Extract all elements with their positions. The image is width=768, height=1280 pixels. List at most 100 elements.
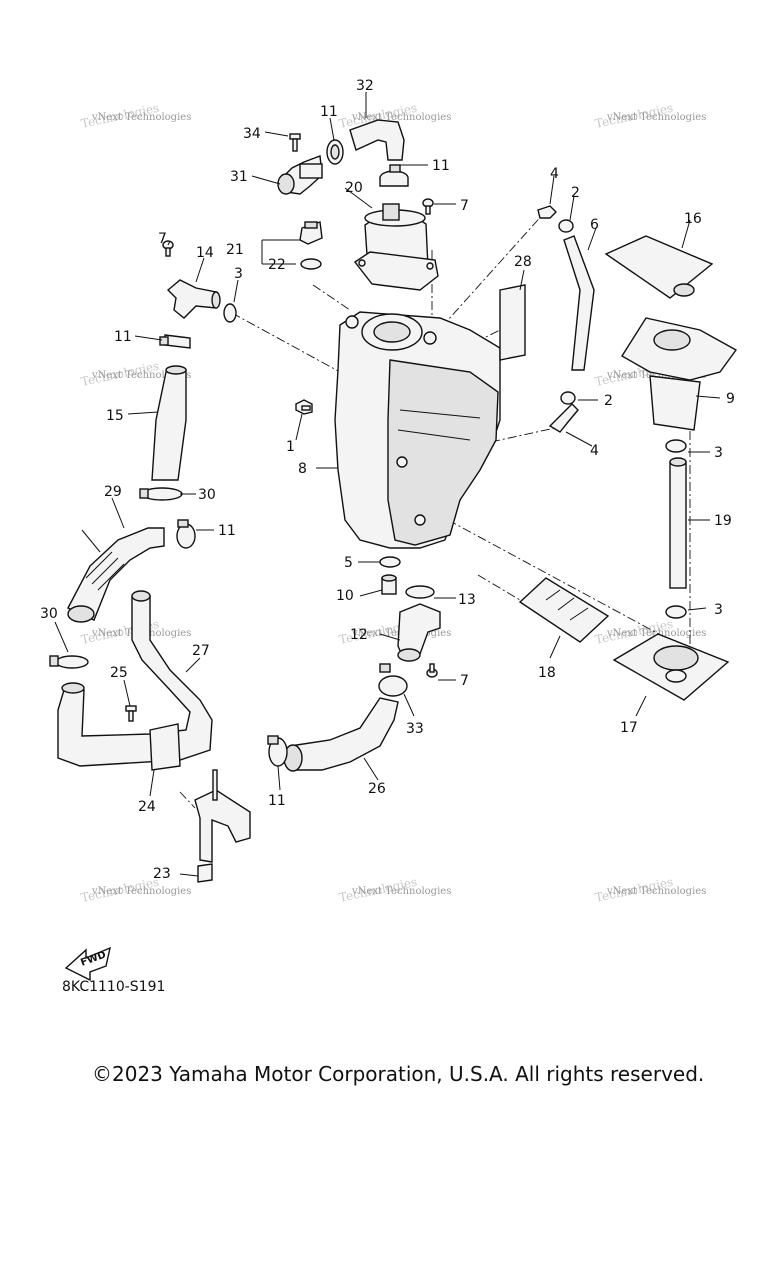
callout-30: 30 bbox=[40, 606, 58, 622]
tube-19 bbox=[669, 457, 687, 589]
copyright-notice: ©2023 Yamaha Motor Corporation, U.S.A. A… bbox=[92, 1062, 705, 1086]
callout-6: 6 bbox=[590, 217, 599, 233]
callout-7: 7 bbox=[158, 231, 167, 247]
hose-clamp-30-a bbox=[139, 487, 183, 501]
o-ring-3-right-top bbox=[665, 439, 687, 453]
grommet-24 bbox=[149, 723, 181, 771]
callout-33: 33 bbox=[406, 721, 424, 737]
callout-17: 17 bbox=[620, 720, 638, 736]
leader-lines bbox=[54, 92, 721, 877]
watermark-10: Technologies vNext Technologies bbox=[80, 875, 192, 905]
bracket bbox=[194, 769, 251, 863]
hose-clamp-11-top bbox=[379, 164, 409, 187]
callout-20: 20 bbox=[345, 180, 363, 196]
hose-clamp-11-b bbox=[159, 334, 191, 349]
callout-11: 11 bbox=[320, 104, 338, 120]
plate-18 bbox=[518, 577, 610, 643]
callout-7: 7 bbox=[460, 198, 469, 214]
callout-27: 27 bbox=[192, 643, 210, 659]
water-box-tank bbox=[334, 311, 501, 549]
callout-2: 2 bbox=[604, 393, 613, 409]
hose-clamp-11-c bbox=[176, 519, 196, 549]
callout-11: 11 bbox=[114, 329, 132, 345]
callout-2: 2 bbox=[571, 185, 580, 201]
svg-text:vNext Technologies: vNext Technologies bbox=[351, 886, 451, 897]
watermark-11: Technologies vNext Technologies bbox=[338, 875, 452, 905]
hose-26 bbox=[283, 697, 399, 772]
watermark-12: Technologies vNext Technologies bbox=[594, 875, 707, 905]
hose-clamp-11-a bbox=[326, 139, 344, 165]
callout-15: 15 bbox=[106, 408, 124, 424]
ring-2-top bbox=[558, 219, 574, 233]
callout-8: 8 bbox=[298, 461, 307, 477]
callout-29: 29 bbox=[104, 484, 122, 500]
fitting-4-top bbox=[537, 205, 557, 219]
callout-4: 4 bbox=[590, 443, 599, 459]
bolt-7-top bbox=[422, 198, 434, 215]
callout-10: 10 bbox=[336, 588, 354, 604]
callout-3: 3 bbox=[714, 445, 723, 461]
callout-31: 31 bbox=[230, 169, 248, 185]
callout-3: 3 bbox=[234, 266, 243, 282]
callout-28: 28 bbox=[514, 254, 532, 270]
callout-19: 19 bbox=[714, 513, 732, 529]
ring-2-bottom bbox=[560, 391, 576, 405]
callout-11: 11 bbox=[268, 793, 286, 809]
pipe-27 bbox=[57, 590, 213, 767]
callout-34: 34 bbox=[243, 126, 261, 142]
callouts: 32 11 34 11 31 20 4 7 2 16 7 14 21 6 22 … bbox=[40, 78, 735, 882]
callout-11: 11 bbox=[432, 158, 450, 174]
cap-21 bbox=[299, 221, 323, 245]
callout-9: 9 bbox=[726, 391, 735, 407]
hose-clamp-11-d bbox=[267, 735, 288, 767]
svg-text:vNext Technologies: vNext Technologies bbox=[351, 112, 451, 123]
watermark-1: Technologies vNext Technologies bbox=[80, 101, 192, 131]
callout-1: 1 bbox=[286, 439, 295, 455]
o-ring-22 bbox=[300, 258, 322, 270]
o-ring-3-left bbox=[223, 303, 237, 323]
svg-text:vNext Technologies: vNext Technologies bbox=[606, 370, 706, 381]
callout-23: 23 bbox=[153, 866, 171, 882]
diagram-code: 8KC1110-S191 bbox=[62, 979, 166, 995]
elbow-14 bbox=[166, 279, 221, 319]
washer-5 bbox=[379, 556, 401, 568]
callout-18: 18 bbox=[538, 665, 556, 681]
svg-text:vNext Technologies: vNext Technologies bbox=[91, 886, 191, 897]
plug-10 bbox=[381, 574, 397, 595]
bolt-7-bottom bbox=[426, 663, 438, 678]
svg-text:vNext Technologies: vNext Technologies bbox=[606, 886, 706, 897]
hose-35 bbox=[67, 527, 165, 623]
hose-clamp-33 bbox=[378, 663, 408, 697]
callout-24: 24 bbox=[138, 799, 156, 815]
screw-25 bbox=[125, 705, 137, 722]
fwd-arrow-icon: FWD bbox=[64, 946, 111, 982]
outlet-12 bbox=[397, 603, 441, 662]
callout-30: 30 bbox=[198, 487, 216, 503]
fitting-4-bottom bbox=[548, 403, 579, 433]
callout-26: 26 bbox=[368, 781, 386, 797]
svg-text:vNext Technologies: vNext Technologies bbox=[606, 112, 706, 123]
filler-neck-20 bbox=[353, 203, 439, 291]
callout-11: 11 bbox=[218, 523, 236, 539]
separator-9 bbox=[621, 317, 738, 431]
callout-7: 7 bbox=[460, 673, 469, 689]
svg-text:vNext Technologies: vNext Technologies bbox=[91, 112, 191, 123]
svg-text:vNext Technologies: vNext Technologies bbox=[606, 628, 706, 639]
hose-6 bbox=[563, 235, 595, 371]
callout-16: 16 bbox=[684, 211, 702, 227]
callout-12: 12 bbox=[350, 627, 368, 643]
o-ring-3-right-bottom bbox=[665, 605, 687, 619]
valve-31 bbox=[277, 155, 323, 195]
elbow-hose-32 bbox=[349, 119, 405, 161]
callout-4: 4 bbox=[550, 166, 559, 182]
callout-22: 22 bbox=[268, 257, 286, 273]
hose-15 bbox=[151, 365, 187, 481]
callout-13: 13 bbox=[458, 592, 476, 608]
o-ring-13 bbox=[405, 585, 435, 599]
watermark-3: Technologies vNext Technologies bbox=[594, 101, 707, 131]
clip-23 bbox=[197, 863, 213, 883]
callout-14: 14 bbox=[196, 245, 214, 261]
callout-25: 25 bbox=[110, 665, 128, 681]
callout-5: 5 bbox=[344, 555, 353, 571]
